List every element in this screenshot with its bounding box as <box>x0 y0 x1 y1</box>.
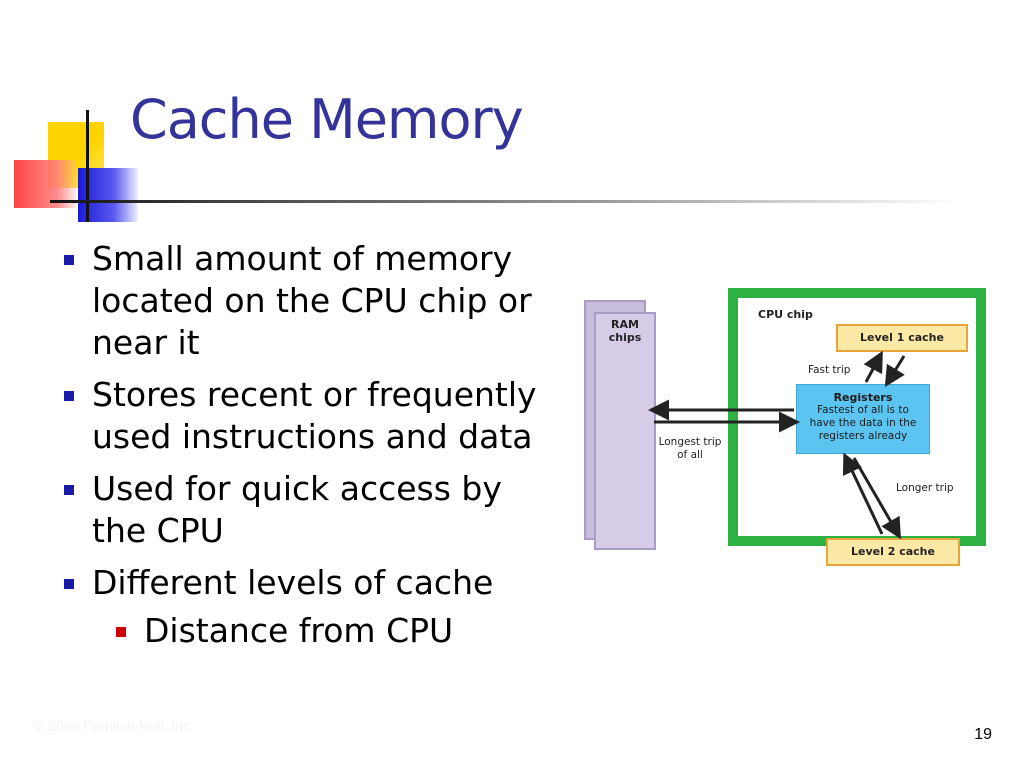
bullet-item: Used for quick access by the CPU <box>58 468 548 552</box>
registers-desc-line: registers already <box>818 430 908 442</box>
page-number: 19 <box>974 726 992 743</box>
title-underline <box>50 200 960 203</box>
bullet-item: Stores recent or frequently used instruc… <box>58 374 548 458</box>
fast-trip-label: Fast trip <box>808 364 851 376</box>
sub-bullet-marker <box>116 627 126 637</box>
ram-chip-front <box>594 312 656 550</box>
arrow-to-l1 <box>863 350 883 383</box>
level2-cache-box: Level 2 cache <box>826 538 960 566</box>
bullet-text: Small amount of memory located on the CP… <box>92 239 532 362</box>
arrow-from-l2 <box>842 452 884 535</box>
cache-diagram: RAM chips CPU chip Level 1 cache Level 2… <box>582 288 996 570</box>
longer-trip-label: Longer trip <box>896 482 954 494</box>
logo-vertical-line <box>86 110 89 222</box>
registers-title: Registers <box>833 391 893 404</box>
bullet-item: Small amount of memory located on the CP… <box>58 238 548 364</box>
registers-box: Registers Fastest of all is to have the … <box>796 384 930 454</box>
ram-chips-label: RAM chips <box>608 318 642 344</box>
cpu-chip-label: CPU chip <box>758 308 813 321</box>
sub-bullet-text: Distance from CPU <box>144 611 454 650</box>
bullet-marker <box>64 391 74 401</box>
sub-bullet-item: Distance from CPU <box>58 610 548 652</box>
bullet-marker <box>64 255 74 265</box>
bullet-text: Used for quick access by the CPU <box>92 469 502 550</box>
copyright-footer: © 2008 Prentice-Hall, Inc. <box>34 718 194 734</box>
level1-cache-box: Level 1 cache <box>836 324 968 352</box>
arrow-from-l1 <box>884 355 906 388</box>
bullet-text: Different levels of cache <box>92 563 494 602</box>
slide-title: Cache Memory <box>130 88 524 151</box>
registers-desc-line: Fastest of all is to <box>817 404 909 416</box>
bullet-marker <box>64 579 74 589</box>
longest-trip-label: Longest trip of all <box>658 436 722 461</box>
bullet-list: Small amount of memory located on the CP… <box>58 238 548 662</box>
registers-desc-line: have the data in the <box>809 417 917 429</box>
bullet-item: Different levels of cache <box>58 562 548 604</box>
bullet-marker <box>64 485 74 495</box>
bullet-text: Stores recent or frequently used instruc… <box>92 375 537 456</box>
trip-arrows <box>648 350 906 540</box>
